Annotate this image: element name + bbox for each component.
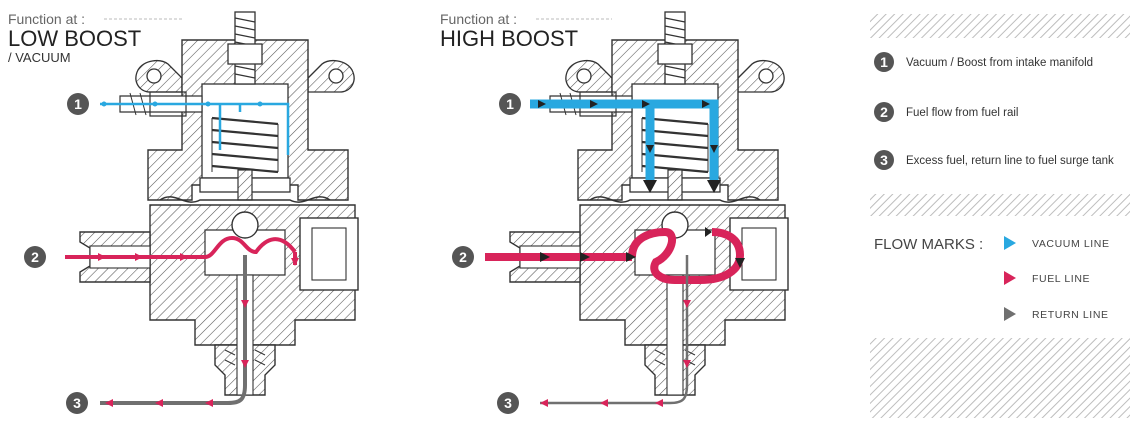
flow-marks-title: FLOW MARKS : xyxy=(874,236,983,253)
panel-heading: Function at : xyxy=(440,11,517,27)
hatch-band-top xyxy=(870,14,1130,38)
hatch-band-middle xyxy=(870,194,1130,216)
legend-label: Fuel flow from fuel rail xyxy=(906,107,1018,119)
svg-text:3: 3 xyxy=(73,395,81,411)
svg-text:2: 2 xyxy=(31,249,39,265)
flow-mark-label: FUEL LINE xyxy=(1032,273,1090,285)
number-badge-3: 3 xyxy=(497,392,519,414)
number-badge-3: 3 xyxy=(66,392,88,414)
triangle-icon xyxy=(1004,271,1016,285)
vacuum-flow-path xyxy=(100,101,290,155)
panel-mode: LOW BOOST xyxy=(8,26,141,51)
legend-item-3: 3 Excess fuel, return line to fuel surge… xyxy=(874,150,1114,170)
legend-label: Vacuum / Boost from intake manifold xyxy=(906,57,1093,69)
panel-high-boost: Function at : HIGH BOOST xyxy=(440,10,790,414)
legend-panel: 1 Vacuum / Boost from intake manifold 2 … xyxy=(870,14,1130,418)
regulator-cutaway xyxy=(78,10,360,397)
legend-number: 2 xyxy=(880,104,888,120)
regulator-cutaway xyxy=(508,10,790,397)
triangle-icon xyxy=(1004,307,1016,321)
flow-mark-fuel: FUEL LINE xyxy=(1004,271,1090,285)
flow-mark-return: RETURN LINE xyxy=(1004,307,1109,321)
fuel-flow-path xyxy=(65,235,299,266)
legend-item-2: 2 Fuel flow from fuel rail xyxy=(874,102,1018,122)
flow-mark-label: RETURN LINE xyxy=(1032,309,1109,321)
triangle-icon xyxy=(1004,236,1016,250)
return-flow-path xyxy=(100,255,249,407)
legend-number: 3 xyxy=(880,152,888,168)
svg-text:3: 3 xyxy=(504,395,512,411)
number-badge-2: 2 xyxy=(452,246,474,268)
panel-low-boost: Function at : LOW BOOST / VACUUM xyxy=(8,10,360,414)
svg-text:1: 1 xyxy=(506,96,514,112)
flow-mark-label: VACUUM LINE xyxy=(1032,238,1110,250)
panel-heading: Function at : xyxy=(8,11,85,27)
svg-text:1: 1 xyxy=(74,96,82,112)
hatch-block-bottom xyxy=(870,338,1130,418)
number-badge-2: 2 xyxy=(24,246,46,268)
number-badge-1: 1 xyxy=(67,93,89,115)
legend-label: Excess fuel, return line to fuel surge t… xyxy=(906,155,1114,167)
fuel-flow-path xyxy=(485,227,745,284)
flow-mark-vacuum: VACUUM LINE xyxy=(1004,236,1110,250)
return-flow-path xyxy=(540,255,691,407)
panel-mode-sub: / VACUUM xyxy=(8,50,71,65)
number-badge-1: 1 xyxy=(499,93,521,115)
legend-item-1: 1 Vacuum / Boost from intake manifold xyxy=(874,52,1093,72)
panel-mode: HIGH BOOST xyxy=(440,26,578,51)
legend-number: 1 xyxy=(880,54,888,70)
vacuum-flow-path xyxy=(530,99,721,193)
svg-text:2: 2 xyxy=(459,249,467,265)
